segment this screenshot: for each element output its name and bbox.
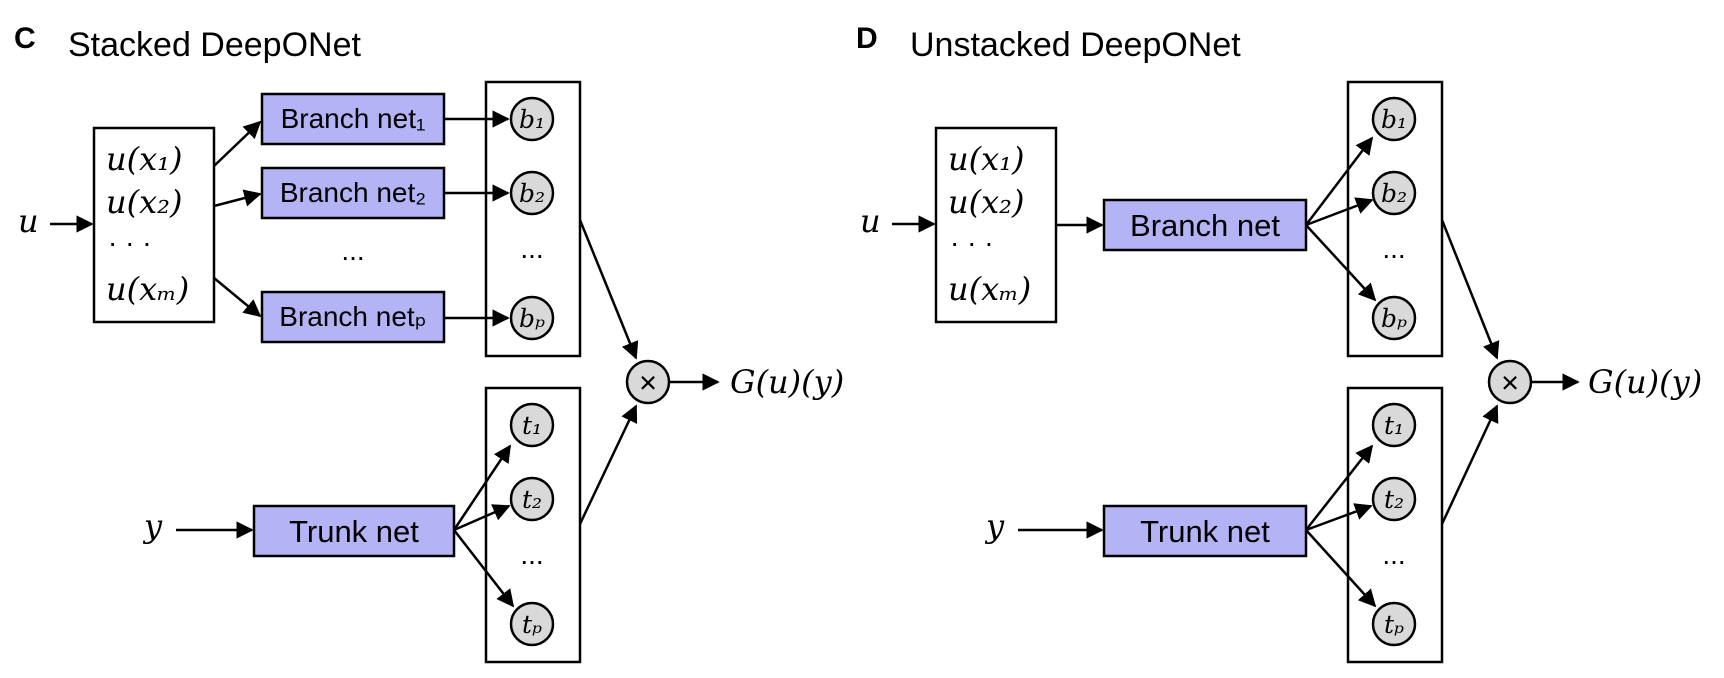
trunk-output-ellipsis: ... (1382, 539, 1405, 570)
input-u-label: u (18, 202, 39, 240)
unstacked-deeponet-panel: D Unstacked DeepONet u u(x₁) u(x₂) · · ·… (856, 22, 1702, 664)
branch-output-node (509, 295, 555, 341)
trunk-output-node (1371, 402, 1417, 448)
branch-to-output-arrow (1305, 197, 1374, 227)
panel-title: Unstacked DeepONet (910, 26, 1241, 64)
panel-letter: D (856, 22, 878, 55)
output-label: G(u)(y) (730, 363, 844, 401)
trunk-output-node (509, 476, 555, 522)
sensor-to-branch-arrow (213, 120, 262, 167)
trunk-output-node (509, 402, 555, 448)
branch-output-ellipsis: ... (1382, 233, 1405, 264)
trunk-to-product-arrow (578, 404, 638, 525)
sensor-to-branch-arrow (213, 189, 262, 208)
branch-output-label: b₁ (519, 105, 545, 134)
trunk-to-product-arrow (1440, 404, 1499, 525)
sensor-value: u(x₂) (106, 183, 182, 221)
branch-to-output-arrow (1305, 136, 1374, 226)
trunk-output-label: t₂ (522, 485, 542, 514)
trunk-to-output-arrow (1305, 444, 1374, 531)
input-u-label: u (860, 202, 881, 240)
sensor-value: u(x₂) (948, 183, 1024, 221)
sensor-value: u(xₘ) (948, 270, 1031, 308)
branch-output-node (1371, 96, 1417, 142)
sensor-to-branch-arrow (213, 277, 262, 318)
trunk-to-output-arrow (453, 504, 511, 532)
branch-net-label: Branch netₚ (279, 301, 426, 332)
branch-net-label: Branch net₂ (280, 177, 426, 208)
trunk-net (252, 504, 456, 558)
trunk-to-output-arrow (452, 444, 512, 531)
sensor-value: u(xₘ) (106, 270, 189, 308)
panel-letter: C (14, 22, 36, 55)
sensor-value: u(x₁) (948, 140, 1024, 178)
branch-output-ellipsis: ... (520, 233, 543, 264)
panel-title: Stacked DeepONet (68, 26, 361, 64)
trunk-output-node (1371, 476, 1417, 522)
branch-ellipsis: ... (341, 235, 364, 266)
branch-to-product-arrow (1440, 219, 1500, 360)
branch-output-node (1371, 170, 1417, 216)
product-symbol: × (639, 365, 657, 400)
sensor-value: u(x₁) (106, 140, 182, 178)
input-y-label: y (142, 507, 163, 545)
trunk-output-label: tₚ (1384, 610, 1404, 639)
branch-output-node (509, 96, 555, 142)
branch-output-node (1371, 295, 1417, 341)
trunk-to-output-arrow (453, 529, 515, 608)
trunk-output-ellipsis: ... (520, 539, 543, 570)
sensor-ellipsis: · · · (950, 227, 994, 258)
branch-output-node (509, 170, 555, 216)
trunk-to-output-arrow (1305, 529, 1377, 608)
input-y-label: y (984, 507, 1005, 545)
branch-net-label: Branch net (1130, 208, 1280, 243)
trunk-output-label: tₚ (522, 610, 542, 639)
trunk-net-label: Trunk net (289, 514, 419, 549)
sensor-ellipsis: · · · (108, 227, 152, 258)
trunk-net-label: Trunk net (1140, 514, 1270, 549)
branch-output-label: b₂ (1381, 179, 1407, 208)
product-symbol: × (1501, 365, 1519, 400)
branch-to-output-arrow (1305, 224, 1377, 302)
trunk-output-label: t₁ (522, 411, 542, 440)
trunk-output-node (1371, 601, 1417, 647)
branch-output-label: bₚ (1381, 304, 1407, 333)
trunk-output-label: t₂ (1384, 485, 1404, 514)
output-label: G(u)(y) (1588, 363, 1702, 401)
branch-net-2 (260, 166, 446, 220)
trunk-output-node (509, 601, 555, 647)
branch-net-label: Branch net₁ (281, 103, 426, 134)
branch-output-label: bₚ (519, 304, 545, 333)
branch-net-1 (260, 92, 446, 146)
branch-output-label: b₁ (1381, 105, 1407, 134)
branch-to-product-arrow (578, 219, 639, 360)
trunk-to-output-arrow (1305, 503, 1373, 532)
stacked-deeponet-panel: C Stacked DeepONet u u(x₁) u(x₂) · · · u… (14, 22, 844, 664)
sensor-box (92, 126, 216, 324)
trunk-output-label: t₁ (1384, 411, 1404, 440)
branch-output-label: b₂ (519, 179, 545, 208)
